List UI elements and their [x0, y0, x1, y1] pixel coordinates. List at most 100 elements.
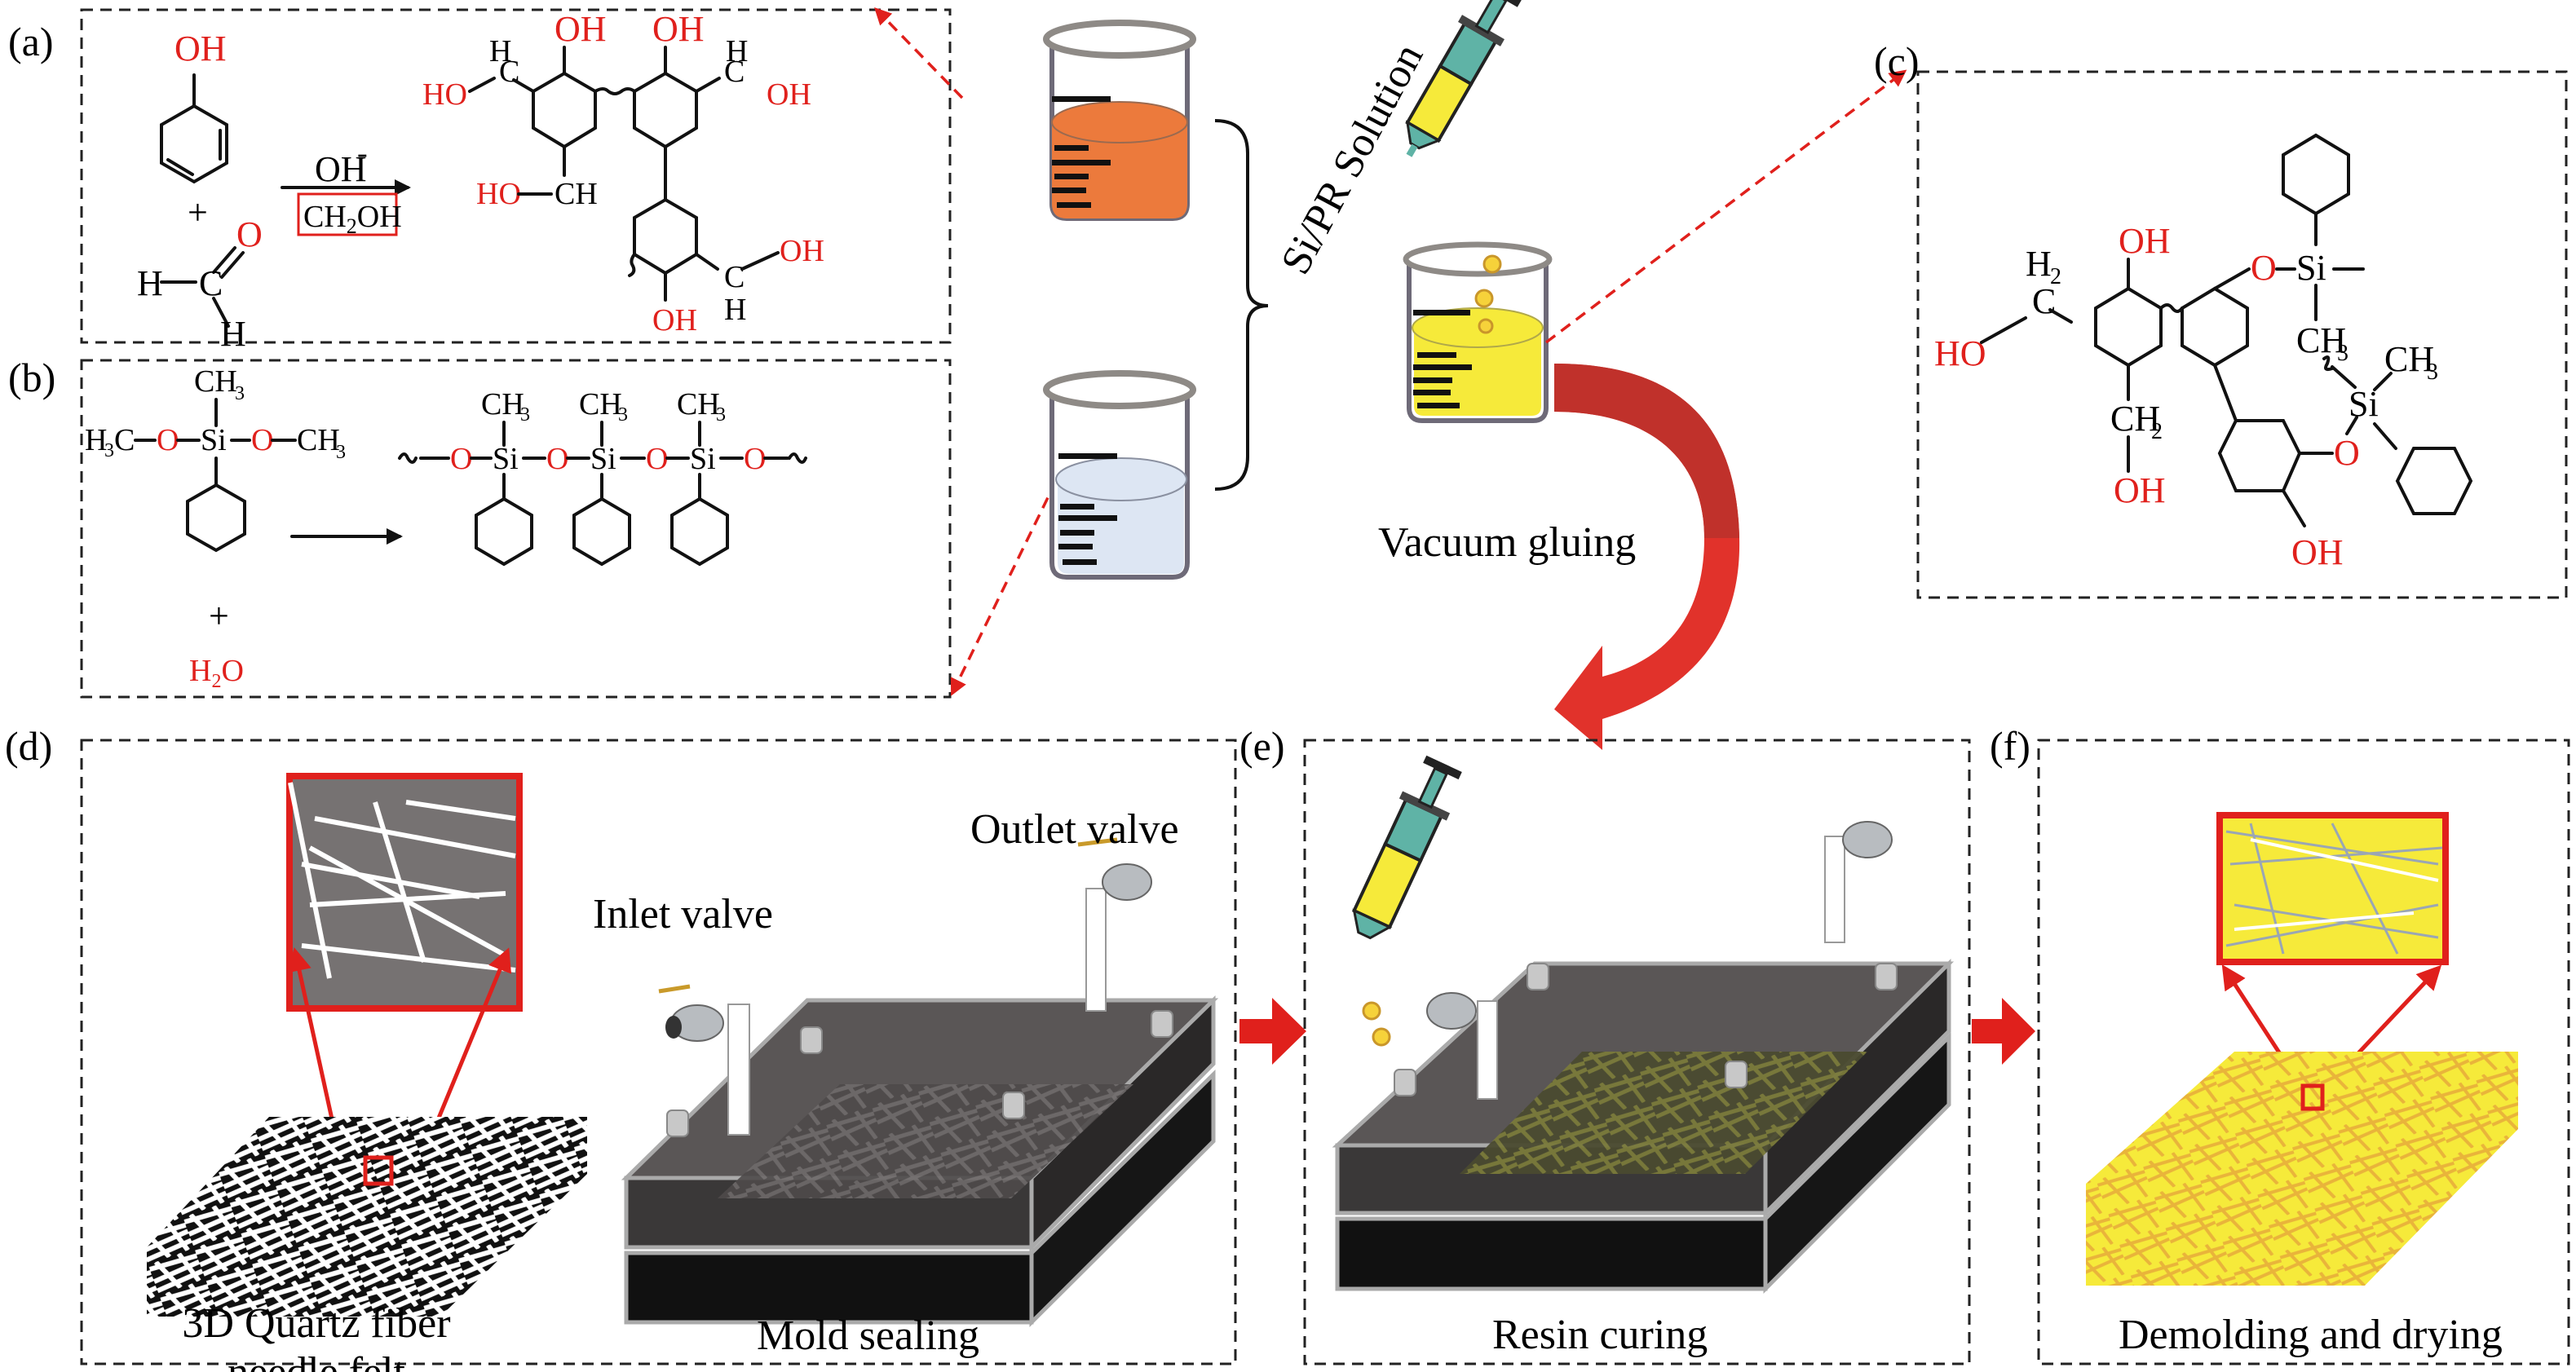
svg-text:+: + [209, 596, 229, 636]
outlet-valve-icon [1842, 821, 1893, 858]
inlet-valve-label: Inlet valve [593, 891, 773, 937]
svg-text:CH: CH [2384, 339, 2434, 379]
svg-text:O: O [744, 442, 766, 476]
reaction-arrow-a: OH - CH2OH [281, 136, 411, 238]
combine-bracket [1214, 119, 1269, 491]
resin-drop [1362, 1001, 1381, 1021]
svg-text:C: C [114, 423, 135, 457]
panel-f-frame [2037, 739, 2570, 1365]
sample-marker [2300, 1083, 2325, 1111]
panel-b: (b) CH 3 H 3 C O Si O CH 3 + H2O O [8, 355, 1058, 699]
outlet-tube [1085, 888, 1107, 1012]
silicone-beaker [1043, 370, 1196, 580]
svg-text:CH: CH [579, 387, 622, 421]
svg-text:CH: CH [677, 387, 720, 421]
silane-monomer: CH 3 H 3 C O Si O CH 3 [85, 364, 346, 553]
panel-b-label: (b) [8, 355, 55, 400]
resin-curing-caption: Resin curing [1492, 1312, 1708, 1358]
resin-drop [1372, 1027, 1391, 1047]
svg-text:3: 3 [104, 440, 114, 461]
svg-text:-: - [357, 136, 368, 170]
svg-text:C: C [724, 55, 745, 89]
svg-text:CH: CH [2110, 399, 2160, 439]
svg-text:3: 3 [716, 404, 726, 426]
svg-text:HO: HO [476, 177, 521, 211]
svg-text:O: O [450, 442, 472, 476]
inlet-valve-icon [658, 984, 724, 1042]
svg-text:HO: HO [1934, 333, 1986, 373]
svg-text:O: O [646, 442, 668, 476]
panel-e-frame [1303, 739, 1971, 1365]
svg-text:CH: CH [555, 177, 598, 211]
svg-text:3: 3 [2427, 360, 2438, 385]
svg-text:C: C [199, 263, 223, 303]
step-arrow-e-f [1972, 998, 2035, 1065]
phenolic-resin-structure: OH OH H C HO H C OH HO CH C OH [422, 9, 824, 337]
plus-sign: + [188, 192, 208, 232]
felt-caption-line2: needle felt [228, 1349, 406, 1372]
svg-text:3: 3 [336, 442, 346, 463]
mold-sealing-caption: Mold sealing [757, 1312, 979, 1359]
outlet-valve-icon [1077, 837, 1152, 901]
demolding-caption: Demolding and drying [2119, 1312, 2503, 1358]
svg-text:OH: OH [555, 9, 607, 49]
svg-text:HO: HO [422, 77, 467, 112]
svg-text:O: O [546, 442, 568, 476]
svg-text:O: O [251, 423, 273, 457]
outlet-valve-label: Outlet valve [970, 806, 1179, 853]
panel-c-label: (c) [1874, 38, 1920, 84]
felt-caption-line1: 3D Quartz fiber [182, 1300, 450, 1347]
zoom-pointer-c [1544, 69, 1907, 344]
svg-text:2: 2 [2050, 264, 2061, 289]
syringe-icon [1351, 755, 1462, 940]
svg-text:3: 3 [618, 404, 628, 426]
phenol-molecule: OH [160, 29, 228, 184]
svg-text:C: C [499, 55, 519, 89]
svg-text:OH: OH [2291, 532, 2344, 572]
svg-text:OH: OH [2114, 470, 2166, 510]
svg-text:CH: CH [2296, 320, 2346, 360]
panel-c: (c) H 2 C OH HO O Si CH 3 CH 2 [1874, 38, 2568, 599]
svg-text:Si: Si [690, 442, 716, 476]
panel-e: (e) Resin curing [1239, 723, 1971, 1365]
svg-text:CH: CH [297, 423, 340, 457]
water-label: H2O [189, 654, 244, 692]
svg-text:C: C [724, 260, 745, 294]
svg-text:H: H [85, 423, 107, 457]
zoom-pointer-a [874, 7, 964, 99]
step-arrow-d-e [1239, 998, 1306, 1065]
svg-text:O: O [2334, 433, 2360, 473]
vacuum-mold [621, 837, 1219, 1328]
composite-block [2086, 1052, 2518, 1286]
svg-text:Si: Si [201, 423, 227, 457]
benzene-ring-icon [160, 104, 228, 184]
solvent-box [297, 192, 398, 236]
svg-text:OH: OH [652, 303, 697, 337]
svg-text:O: O [157, 423, 179, 457]
panel-e-label: (e) [1239, 723, 1285, 769]
polysiloxane-chain: O Si O Si O Si O CH 3 CH 3 CH 3 [398, 387, 807, 567]
svg-text:OH: OH [780, 234, 824, 268]
vacuum-mold-filled [1332, 821, 1955, 1295]
svg-text:H: H [137, 263, 163, 303]
panel-d-frame [80, 739, 1237, 1365]
vacuum-gluing-label: Vacuum gluing [1378, 519, 1636, 566]
panel-a: (a) OH + O H C H OH - CH2OH [8, 7, 964, 354]
svg-text:H: H [724, 293, 746, 327]
panel-a-frame [80, 8, 952, 344]
svg-text:CH: CH [194, 364, 237, 399]
inlet-tube [727, 1004, 750, 1136]
modified-resin-structure: H 2 C OH HO O Si CH 3 CH 2 OH [1934, 133, 2473, 572]
syringe-icon [1405, 0, 1522, 157]
svg-text:2: 2 [2151, 419, 2163, 444]
formaldehyde-molecule: O H C H [137, 214, 263, 354]
solvent-label: CH2OH [303, 200, 402, 238]
phenolic-beaker [1043, 20, 1196, 221]
svg-text:Si: Si [493, 442, 519, 476]
svg-text:OH: OH [315, 149, 367, 189]
svg-text:OH: OH [652, 9, 705, 49]
quartz-felt-block [147, 1117, 587, 1317]
svg-text:C: C [2032, 281, 2056, 321]
solution-label: Si/PR Solution [1272, 37, 1432, 282]
